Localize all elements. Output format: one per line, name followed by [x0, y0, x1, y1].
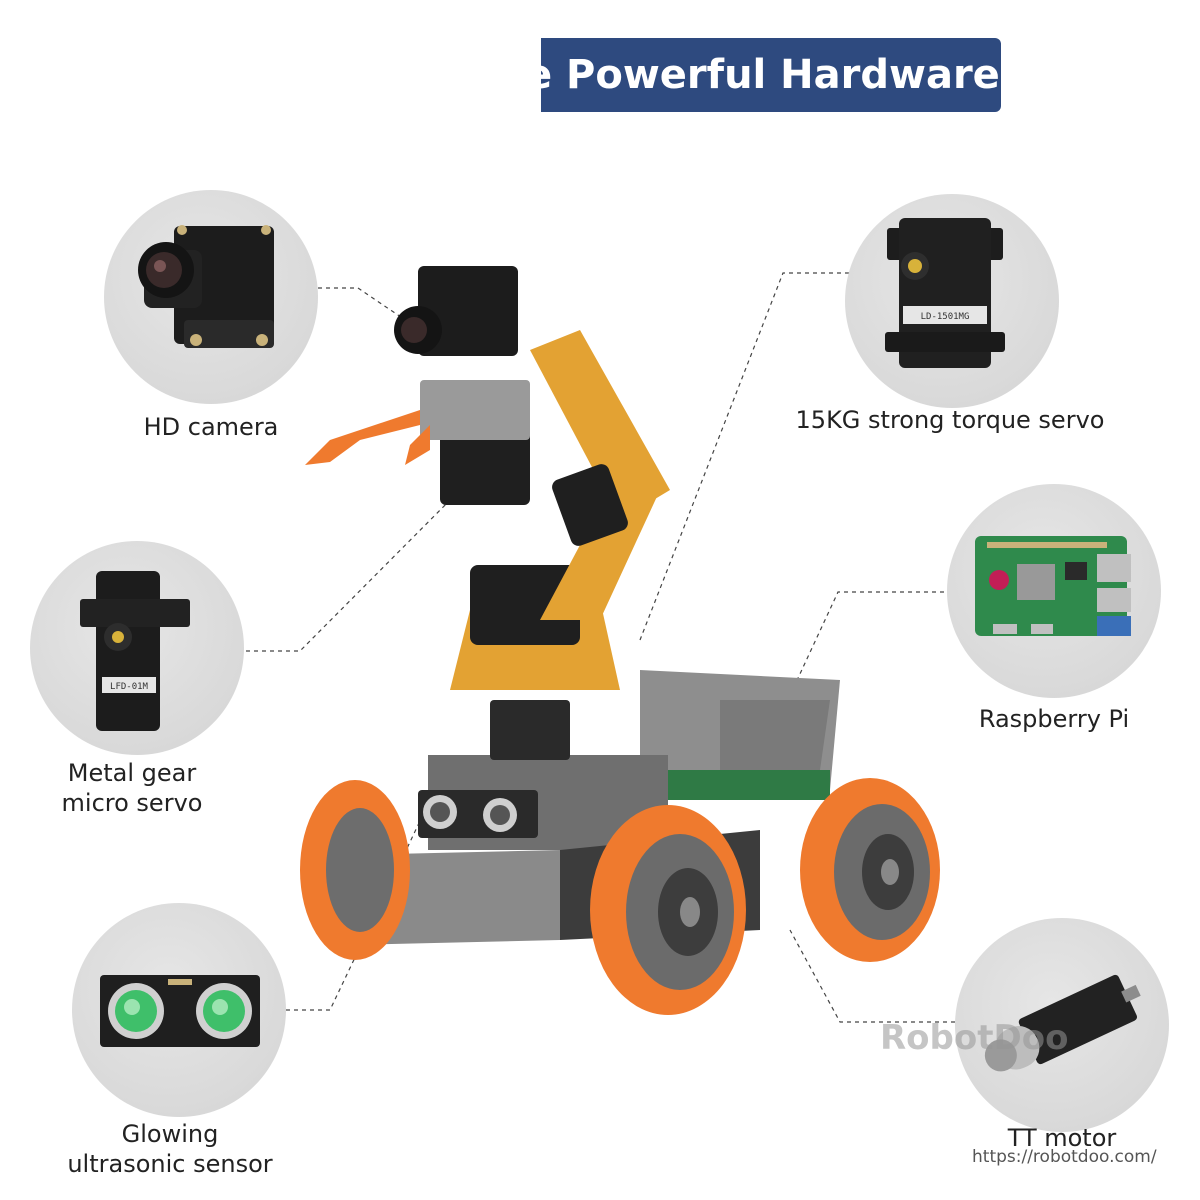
torque-servo-label: 15KG strong torque servo	[795, 406, 1105, 434]
micro-servo-label-line2: micro servo	[61, 789, 203, 817]
ultrasonic-circle	[72, 903, 286, 1117]
camera-icon	[138, 225, 274, 348]
micro-servo-icon: LFD-01M	[80, 571, 190, 731]
ultrasonic-label: Glowing ultrasonic sensor	[40, 1119, 300, 1179]
tt-motor-label: TT motor	[1007, 1124, 1117, 1152]
torque-servo-circle: LD-1501MG	[845, 194, 1059, 408]
ultrasonic-label-line1: Glowing	[121, 1120, 219, 1148]
gear-motor-icon	[984, 974, 1141, 1072]
raspberry-pi-circle	[947, 484, 1161, 698]
tt-motor-circle	[955, 918, 1169, 1132]
hd-camera-label: HD camera	[143, 413, 279, 441]
micro-servo-tag: LFD-01M	[110, 682, 149, 692]
banner-title: e Powerful Hardware	[541, 52, 1000, 98]
hd-camera-circle	[104, 190, 318, 404]
brand-watermark: RobotDoo	[880, 1018, 1069, 1058]
ultrasonic-label-line2: ultrasonic sensor	[67, 1150, 273, 1178]
ultrasonic-sensor-icon	[100, 975, 260, 1047]
micro-servo-label: Metal gear micro servo	[30, 758, 234, 818]
hardware-banner: e Powerful Hardware	[541, 38, 1001, 112]
micro-servo-label-line1: Metal gear	[67, 759, 197, 787]
raspberry-pi-label: Raspberry Pi	[978, 705, 1130, 733]
raspberry-pi-board-icon	[975, 536, 1131, 636]
servo-tag: LD-1501MG	[921, 312, 970, 322]
servo-icon: LD-1501MG	[885, 218, 1005, 368]
micro-servo-circle: LFD-01M	[30, 541, 244, 755]
watermark-url: https://robotdoo.com/	[972, 1147, 1157, 1167]
